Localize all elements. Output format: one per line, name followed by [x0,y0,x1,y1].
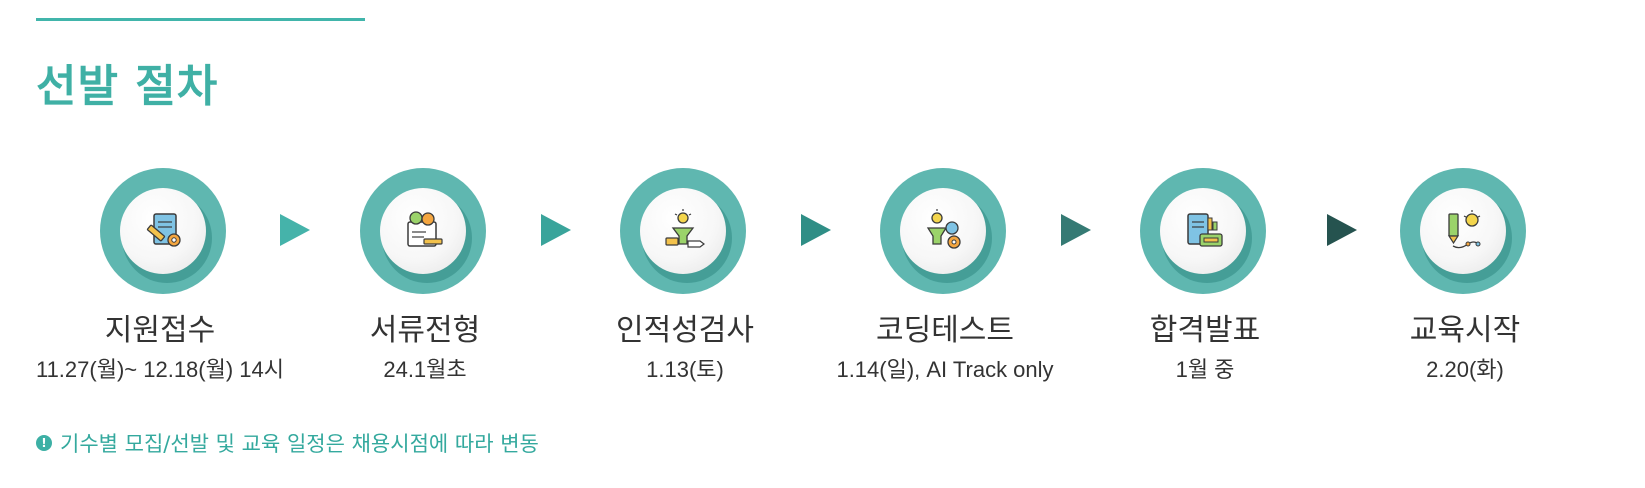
coding-test-icon [926,209,961,249]
step-title: 서류전형 [369,313,481,348]
step-date: 1.14(일), AI Track only [836,357,1054,382]
step-title: 지원접수 [104,313,216,348]
announcement-icon [1187,213,1223,247]
schedule-notice: ! 기수별 모집/선발 및 교육 일정은 채용시점에 따라 변동 [36,428,539,458]
step-education-start: 교육시작 2.20(화) [1300,0,1645,400]
step-date: 1.13(토) [646,357,724,382]
info-icon: ! [36,435,52,451]
step-date: 2.20(화) [1426,357,1504,382]
step-badge [1140,168,1266,294]
step-aptitude-test: 인적성검사 1.13(토) [520,0,850,400]
notice-text: 기수별 모집/선발 및 교육 일정은 채용시점에 따라 변동 [60,432,539,456]
next-step-arrow [1061,214,1091,246]
step-badge [620,168,746,294]
next-step-arrow [801,214,831,246]
step-application: 지원접수 11.27(월)~ 12.18(월) 14시 [0,0,330,400]
step-title: 코딩테스트 [876,313,1014,348]
education-start-icon [1447,210,1481,249]
step-badge [1400,168,1526,294]
step-badge [360,168,486,294]
top-accent-rule [36,18,365,21]
application-document-icon [146,213,181,247]
step-date: 24.1월초 [383,357,467,382]
next-step-arrow [541,214,571,246]
document-review-icon [407,211,443,247]
step-title: 교육시작 [1409,313,1521,348]
step-document-screening: 서류전형 24.1월초 [260,0,590,400]
step-badge [100,168,226,294]
next-step-arrow [280,214,310,246]
step-announcement: 합격발표 1월 중 [1040,0,1370,400]
step-badge [880,168,1006,294]
step-title: 인적성검사 [616,313,754,348]
aptitude-test-icon [665,209,705,248]
step-coding-test: 코딩테스트 1.14(일), AI Track only [780,0,1110,400]
step-title: 합격발표 [1149,313,1261,348]
next-step-arrow [1327,214,1357,246]
page-title: 선발 절차 [36,61,219,112]
step-date: 1월 중 [1175,357,1235,382]
step-date: 11.27(월)~ 12.18(월) 14시 [35,357,285,382]
